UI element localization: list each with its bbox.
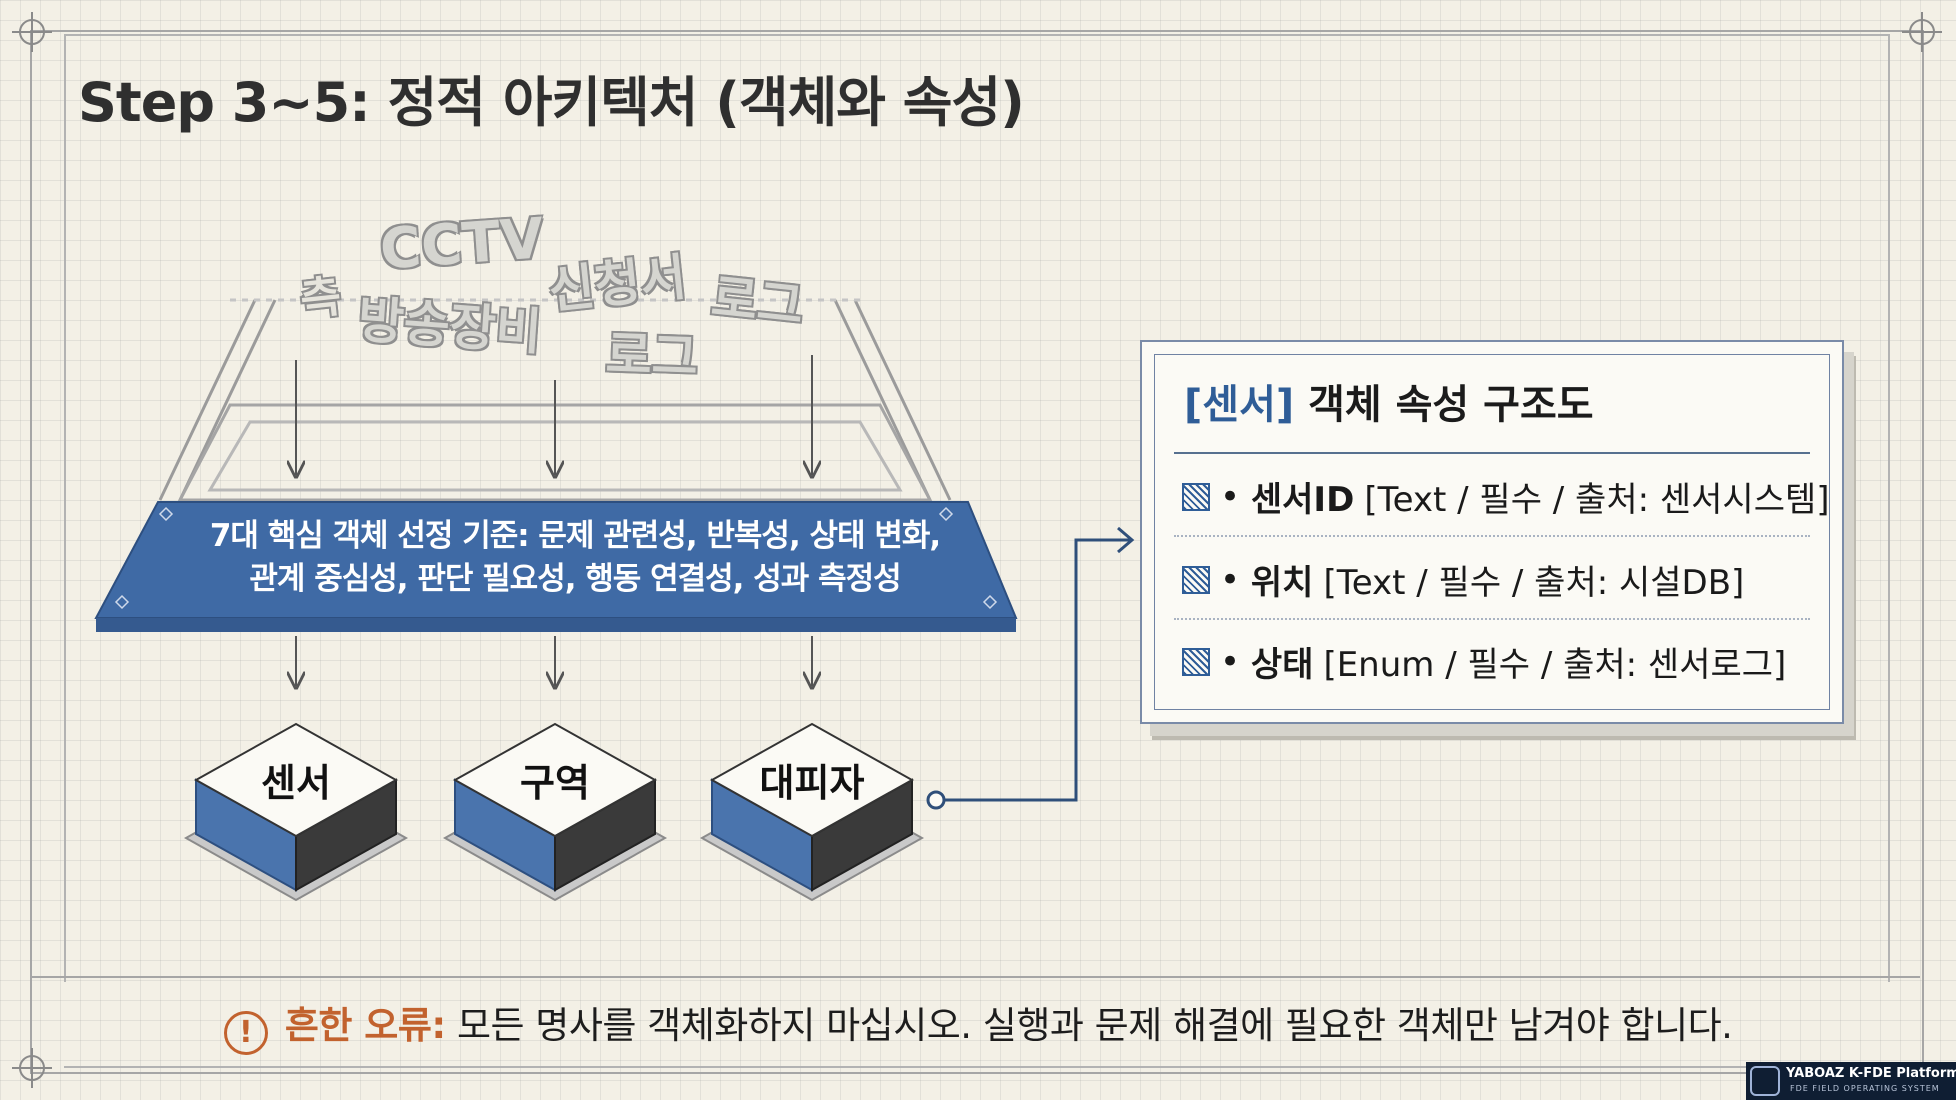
attribute-name: 상태: [1250, 645, 1314, 685]
noun-word-log-1: 로그: [708, 268, 807, 336]
attribute-card: [센서] 객체 속성 구조도 • 센서ID [Text / 필수 / 출처: 센…: [1140, 340, 1844, 724]
noun-word-1: 측: [297, 270, 344, 326]
object-label-sensor: 센서: [261, 761, 331, 805]
platform-badge-subtitle: FDE FIELD OPERATING SYSTEM: [1790, 1084, 1940, 1093]
grid-icon: [1182, 482, 1210, 511]
inner-frame: [64, 34, 1890, 982]
grid-icon: [1182, 647, 1210, 676]
noun-word-broadcast: 방송장비: [355, 290, 544, 362]
noun-word-cctv: CCTV: [377, 206, 546, 283]
card-title: [센서] 객체 속성 구조도: [1184, 372, 1594, 430]
platform-logo-icon: [1750, 1066, 1780, 1096]
platform-badge-title: YABOAZ K-FDE Platform: [1786, 1066, 1956, 1081]
object-block-sensor: [183, 722, 409, 902]
noun-word-log-2: 로그: [604, 325, 699, 387]
warning-icon: !: [223, 1011, 268, 1055]
attribute-detail: [Enum / 필수 / 출처: 센서로그]: [1323, 645, 1787, 685]
platform-badge: YABOAZ K-FDE Platform FDE FIELD OPERATIN…: [1746, 1062, 1956, 1100]
outer-frame: [30, 30, 1924, 1074]
attribute-row-location: • 위치 [Text / 필수 / 출처: 시설DB]: [1182, 555, 1744, 604]
card-inner-border: [1154, 354, 1830, 710]
attribute-row-status: • 상태 [Enum / 필수 / 출처: 센서로그]: [1182, 637, 1786, 686]
bullet: •: [1220, 476, 1251, 517]
page-title: Step 3~5: 정적 아키텍처 (객체와 속성): [78, 71, 1025, 134]
card-title-highlight: [센서]: [1184, 382, 1295, 428]
attribute-divider: [1174, 535, 1810, 538]
attribute-name: 위치: [1250, 563, 1314, 603]
card-title-rest: 객체 속성 구조도: [1308, 382, 1594, 428]
error-message: 모든 명사를 객체화하지 마십시오. 실행과 문제 해결에 필요한 객체만 남겨…: [456, 1004, 1733, 1047]
funnel-outline: [158, 298, 952, 502]
connector-line: [926, 526, 1135, 810]
criteria-line-2: 관계 중심성, 판단 필요성, 행동 연결성, 성과 측정성: [249, 561, 901, 597]
noun-word-application: 신청서: [545, 247, 690, 321]
grid-icon: [1182, 565, 1210, 594]
error-label: 흔한 오류:: [284, 1004, 446, 1047]
attribute-detail: [Text / 필수 / 출처: 시설DB]: [1323, 563, 1745, 603]
object-label-zone: 구역: [520, 761, 590, 805]
object-label-evacuee: 대피자: [759, 761, 865, 805]
bullet: •: [1220, 641, 1251, 682]
bottom-divider: [30, 976, 1920, 978]
card-title-rule: [1174, 452, 1810, 454]
bullet: •: [1220, 559, 1251, 600]
object-block-evacuee: [699, 722, 925, 902]
attribute-detail: [Text / 필수 / 출처: 센서시스템]: [1364, 480, 1830, 520]
attribute-name: 센서ID: [1250, 480, 1355, 520]
criteria-line-1: 7대 핵심 객체 선정 기준: 문제 관련성, 반복성, 상태 변화,: [209, 518, 941, 554]
object-block-zone: [442, 722, 668, 902]
output-arrows: [296, 636, 812, 686]
attribute-row-sensor-id: • 센서ID [Text / 필수 / 출처: 센서시스템]: [1182, 472, 1830, 521]
common-error-note: ! 흔한 오류: 모든 명사를 객체화하지 마십시오. 실행과 문제 해결에 필…: [0, 995, 1956, 1055]
attribute-divider: [1174, 618, 1810, 621]
lower-rule: [64, 1066, 1886, 1068]
criteria-banner: [94, 501, 1018, 632]
criteria-text: 7대 핵심 객체 선정 기준: 문제 관련성, 반복성, 상태 변화, 관계 중…: [150, 515, 1000, 601]
input-arrows: [296, 355, 812, 475]
